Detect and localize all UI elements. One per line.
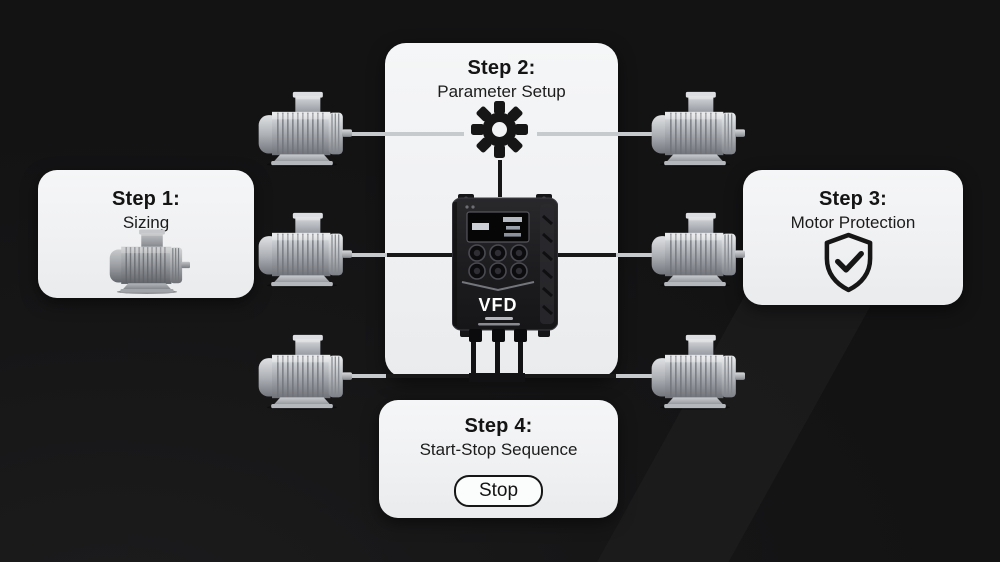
- vfd-label: VFD: [479, 295, 518, 315]
- motor-graphic-bottom-left: [252, 333, 352, 410]
- connector-top-right: [537, 132, 657, 136]
- vfd-device: VFD: [452, 194, 558, 342]
- motor-graphic-top-right: [645, 90, 745, 167]
- step4-title: Step 4:: [464, 415, 533, 437]
- motor-graphic-mid-right: [645, 211, 745, 288]
- step4-subtitle: Start-Stop Sequence: [419, 440, 578, 459]
- vfd-wire-right: [518, 334, 523, 378]
- connector-mid-left-inner: [387, 253, 456, 257]
- motor-graphic-mid-left: [252, 211, 352, 288]
- step3-title: Step 3:: [818, 188, 888, 210]
- connector-mid-right-inner: [556, 253, 617, 257]
- step1-title: Step 1:: [111, 188, 181, 210]
- vfd-wire-middle: [495, 334, 500, 381]
- step1-subtitle: Sizing: [122, 213, 170, 232]
- connector-bottom-right-outer: [616, 374, 656, 378]
- shield-check-icon: [824, 232, 873, 293]
- stop-button[interactable]: Stop: [453, 474, 544, 507]
- connector-top-left: [348, 132, 464, 136]
- card-step-4: Step 4: Start-Stop Sequence Stop: [379, 400, 618, 518]
- step2-subtitle: Parameter Setup: [437, 82, 566, 101]
- step2-title: Step 2:: [467, 57, 536, 79]
- connector-mid-left-outer: [350, 253, 388, 257]
- vfd-wire-left: [471, 334, 476, 378]
- connector-mid-right-outer: [616, 253, 656, 257]
- motor-graphic-bottom-right: [645, 333, 745, 410]
- vfd-wire-bus-block: [469, 373, 525, 382]
- step3-subtitle: Motor Protection: [790, 213, 916, 232]
- connector-bottom-left-outer: [350, 374, 387, 378]
- connector-gear-vfd: [498, 160, 502, 197]
- motor-icon: [104, 228, 190, 294]
- motor-graphic-top-left: [252, 90, 352, 167]
- gear-icon: [471, 101, 528, 158]
